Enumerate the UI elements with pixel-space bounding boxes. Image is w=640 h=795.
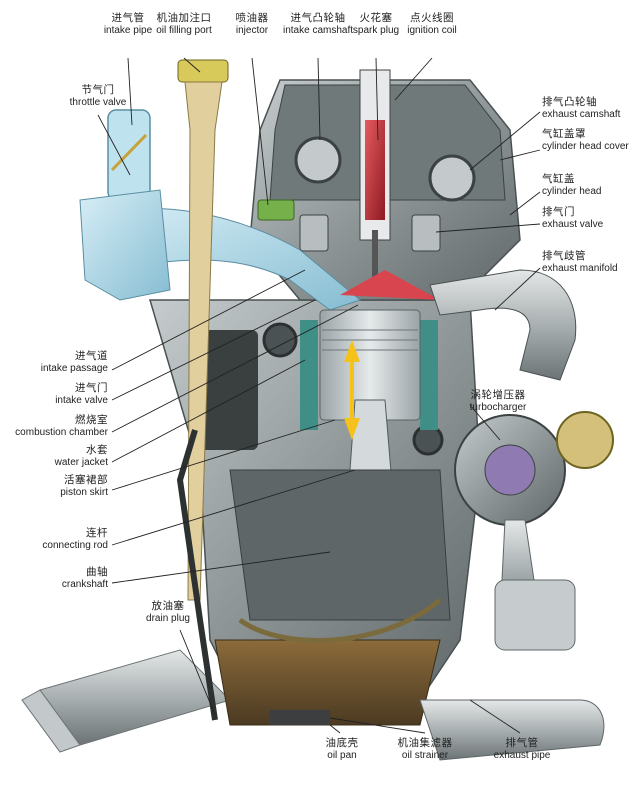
label-turbocharger: 涡轮增压器 turbocharger [470,389,527,414]
exhaust-pipe-muffler [21,649,231,753]
exhaust-pipe-en: exhaust pipe [493,749,551,761]
intake-valve-en: intake valve [55,394,108,406]
label-ignition-coil: 点火线圈 ignition coil [407,12,456,37]
combustion-chamber-en: combustion chamber [15,426,108,438]
exhaust-valve-en: exhaust valve [542,218,604,230]
turbocharger-zh: 涡轮增压器 [470,389,526,401]
label-intake-camshaft: 进气凸轮轴 intake camshaft [283,12,353,37]
label-drain-plug: 放油塞 drain plug [146,600,190,625]
cylinder-head-cover-zh: 气缸盖罩 [542,128,586,140]
label-intake-valve: 进气门 intake valve [55,382,108,407]
label-piston-skirt: 活塞裙部 piston skirt [60,474,108,499]
label-crankshaft: 曲轴 crankshaft [62,566,108,591]
label-exhaust-valve: 排气门 exhaust valve [542,206,603,231]
combustion-chamber-shape [340,270,440,300]
injector-zh: 喷油器 [235,12,269,24]
intake-pipe-en: intake pipe [103,24,153,36]
piston-shape [319,309,421,421]
label-water-jacket: 水套 water jacket [55,444,108,469]
piston-skirt-en: piston skirt [60,486,108,498]
intake-valve-zh: 进气门 [75,382,108,394]
label-spark-plug: 火花塞 spark plug [353,12,399,37]
label-intake-passage: 进气道 intake passage [41,350,108,375]
injector-shape [257,199,295,221]
ignition-coil-en: ignition coil [407,24,457,36]
label-exhaust-camshaft: 排气凸轮轴 exhaust camshaft [542,96,620,121]
connecting-rod-en: connecting rod [42,539,108,551]
intake-passage-en: intake passage [40,362,108,374]
injector-en: injector [235,24,269,36]
crankshaft-zh: 曲轴 [86,566,108,578]
oil-filling-port-zh: 机油加注口 [156,12,212,24]
connecting-rod-zh: 连杆 [86,527,108,539]
throttle-body-shape [79,109,171,301]
oil-return-tube [176,429,218,721]
exhaust-manifold-en: exhaust manifold [542,262,618,274]
intake-camshaft-zh: 进气凸轮轴 [290,12,346,24]
cylinder-head-zh: 气缸盖 [542,173,575,185]
label-cylinder-head: 气缸盖 cylinder head [542,173,601,198]
crankshaft-en: crankshaft [61,578,108,590]
oil-strainer-zh: 机油集滤器 [397,737,453,749]
exhaust-manifold-shape [429,269,577,381]
turbocharger-shape [419,411,614,761]
intake-camshaft-en: intake camshaft [282,24,354,36]
ignition-coil-zh: 点火线圈 [409,12,454,24]
oil-filling-port-en: oil filling port [156,24,212,36]
label-injector: 喷油器 injector [236,12,269,37]
spark-plug-en: spark plug [352,24,400,36]
combustion-chamber-zh: 燃烧室 [75,414,108,426]
label-oil-filling-port: 机油加注口 oil filling port [156,12,212,37]
throttle-valve-zh: 节气门 [81,84,115,96]
spark-plug-coil [359,69,391,280]
piston-skirt-zh: 活塞裙部 [64,474,108,486]
throttle-valve-en: throttle valve [69,96,127,108]
label-connecting-rod: 连杆 connecting rod [42,527,108,552]
oil-pan-en: oil pan [327,749,357,761]
label-exhaust-pipe: 排气管 exhaust pipe [494,737,551,762]
crankcase-shape [229,469,451,621]
label-cylinder-head-cover: 气缸盖罩 cylinder head cover [542,128,629,153]
label-combustion-chamber: 燃烧室 combustion chamber [15,414,108,439]
piston-stroke-arrow [344,340,360,440]
label-throttle-valve: 节气门 throttle valve [70,84,127,109]
oil-strainer-en: oil strainer [401,749,449,761]
oil-pan-shape [214,598,442,726]
intake-passage-zh: 进气道 [75,350,108,362]
exhaust-valve-zh: 排气门 [542,206,575,218]
label-exhaust-manifold: 排气歧管 exhaust manifold [542,250,618,275]
water-jacket-en: water jacket [54,456,108,468]
turbocharger-en: turbocharger [469,401,527,413]
exhaust-camshaft-en: exhaust camshaft [542,108,621,120]
label-intake-pipe: 进气管 intake pipe [104,12,152,37]
exhaust-pipe-zh: 排气管 [505,737,539,749]
water-jacket-zh: 水套 [86,444,108,456]
intake-pipe-zh: 进气管 [111,12,145,24]
exhaust-manifold-zh: 排气歧管 [542,250,586,262]
spark-plug-zh: 火花塞 [359,12,393,24]
cylinder-head-en: cylinder head [542,185,602,197]
drain-plug-en: drain plug [146,612,190,624]
label-oil-strainer: 机油集滤器 oil strainer [398,737,453,762]
leader-lines [97,57,541,734]
drain-plug-zh: 放油塞 [151,600,185,612]
label-oil-pan: 油底壳 oil pan [326,737,359,762]
cylinder-head-cover-en: cylinder head cover [542,140,629,152]
water-jacket-shape [300,320,438,430]
exhaust-camshaft-zh: 排气凸轮轴 [542,96,597,108]
oil-pan-zh: 油底壳 [325,737,359,749]
